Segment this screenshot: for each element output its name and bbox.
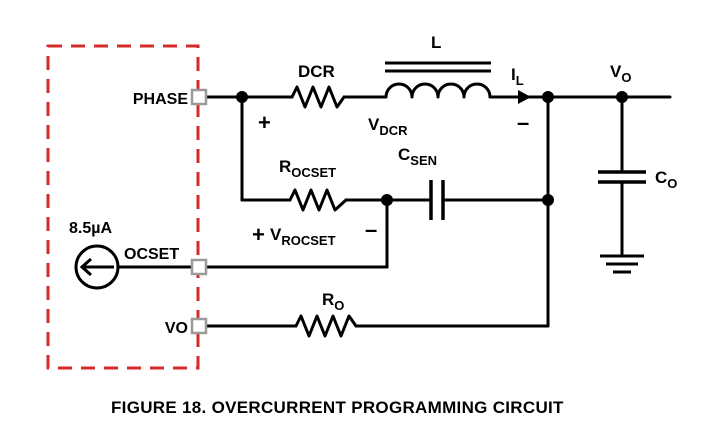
minus-rocset: – bbox=[365, 217, 377, 242]
inductor-label: L bbox=[431, 33, 441, 52]
vdcr-label: VDCR bbox=[368, 115, 408, 138]
csen-capacitor bbox=[429, 180, 445, 220]
co-label: CO bbox=[655, 168, 677, 191]
wires bbox=[116, 95, 672, 328]
phase-pin bbox=[190, 88, 208, 106]
phase-pin-label: PHASE bbox=[133, 91, 188, 108]
figure-caption: FIGURE 18. OVERCURRENT PROGRAMMING CIRCU… bbox=[111, 398, 564, 417]
ocset-pin-label: OCSET bbox=[124, 246, 179, 263]
junctions bbox=[236, 91, 628, 206]
vout-label: VO bbox=[610, 62, 631, 85]
rocset-label: ROCSET bbox=[279, 157, 336, 180]
current-source-icon bbox=[74, 244, 120, 290]
csen-label: CSEN bbox=[398, 145, 437, 168]
vrocset-label: VROCSET bbox=[270, 225, 336, 248]
rocset-resistor bbox=[288, 188, 348, 212]
dcr-label: DCR bbox=[298, 62, 335, 81]
il-label: IL bbox=[511, 65, 524, 88]
vo-pin-label: VO bbox=[165, 320, 188, 337]
ro-resistor bbox=[294, 314, 358, 338]
dcr-resistor bbox=[290, 85, 346, 109]
minus-dcr: – bbox=[517, 110, 529, 135]
current-source-label: 8.5µA bbox=[69, 220, 112, 237]
plus-rocset: + bbox=[252, 222, 265, 247]
ground-icon bbox=[600, 254, 644, 274]
ic-boundary bbox=[46, 44, 200, 370]
plus-dcr: + bbox=[258, 110, 271, 135]
current-arrow bbox=[518, 90, 531, 104]
vo-pin bbox=[190, 317, 208, 335]
ocset-pin bbox=[190, 258, 208, 276]
inductor bbox=[384, 61, 492, 99]
co-capacitor bbox=[598, 170, 646, 184]
ro-label: RO bbox=[322, 290, 344, 313]
